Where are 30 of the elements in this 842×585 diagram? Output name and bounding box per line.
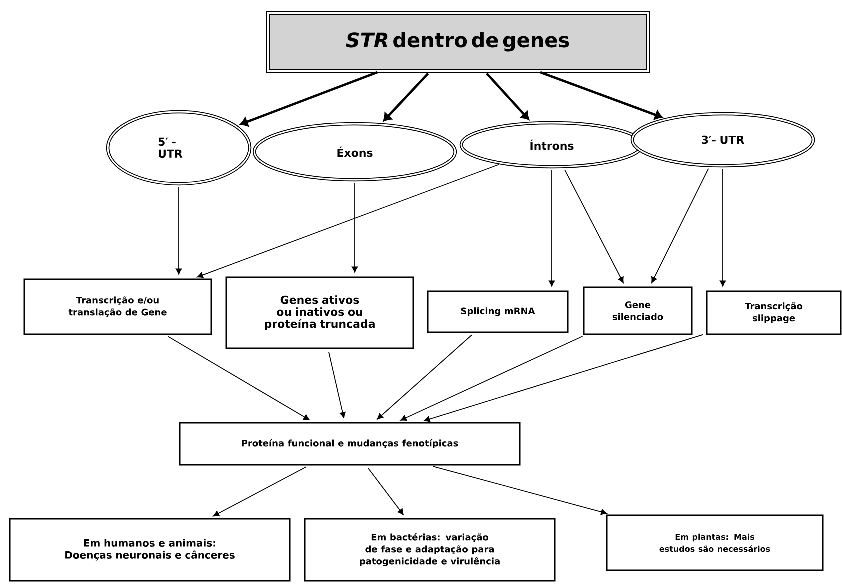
arrow: [564, 169, 624, 284]
effect-box: Splicing mRNA: [427, 290, 569, 334]
arrow: [400, 336, 584, 422]
outcome-box: Em bactérias: variação de fase e adaptação para patogenicidade e virulência: [304, 518, 556, 582]
arrow: [652, 168, 710, 284]
outcome-box: Em humanos e animais: Doenças neuronais e cânceres: [9, 518, 291, 582]
effect-box: Genes ativos ou inativos ou proteína truncada: [226, 276, 414, 350]
arrow: [328, 352, 346, 418]
arrow: [720, 169, 726, 287]
arrow: [432, 466, 608, 516]
title-box: STR dentro de genes: [266, 11, 650, 73]
arrow: [540, 71, 663, 120]
arrow: [377, 334, 472, 420]
outcome-box: Em plantas: Mais estudos são necessários: [606, 514, 824, 572]
arrow: [486, 72, 530, 120]
arrow: [197, 164, 500, 278]
arrow: [213, 466, 307, 517]
arrow: [176, 186, 182, 275]
arrow: [548, 170, 556, 287]
effect-box: Transcrição e/ou translação de Gene: [24, 278, 212, 336]
arrow: [168, 336, 310, 420]
result-box: Proteína funcional e mudanças fenotípicas: [179, 422, 521, 466]
arrow: [383, 72, 430, 122]
arrow: [240, 71, 378, 127]
node-label: 3′- UTR: [702, 136, 744, 144]
effect-box: Transcrição slippage: [706, 290, 842, 336]
effect-box: Gene silenciado: [583, 286, 693, 336]
arrow: [352, 182, 358, 273]
arrow: [368, 468, 404, 516]
arrow: [424, 334, 704, 422]
